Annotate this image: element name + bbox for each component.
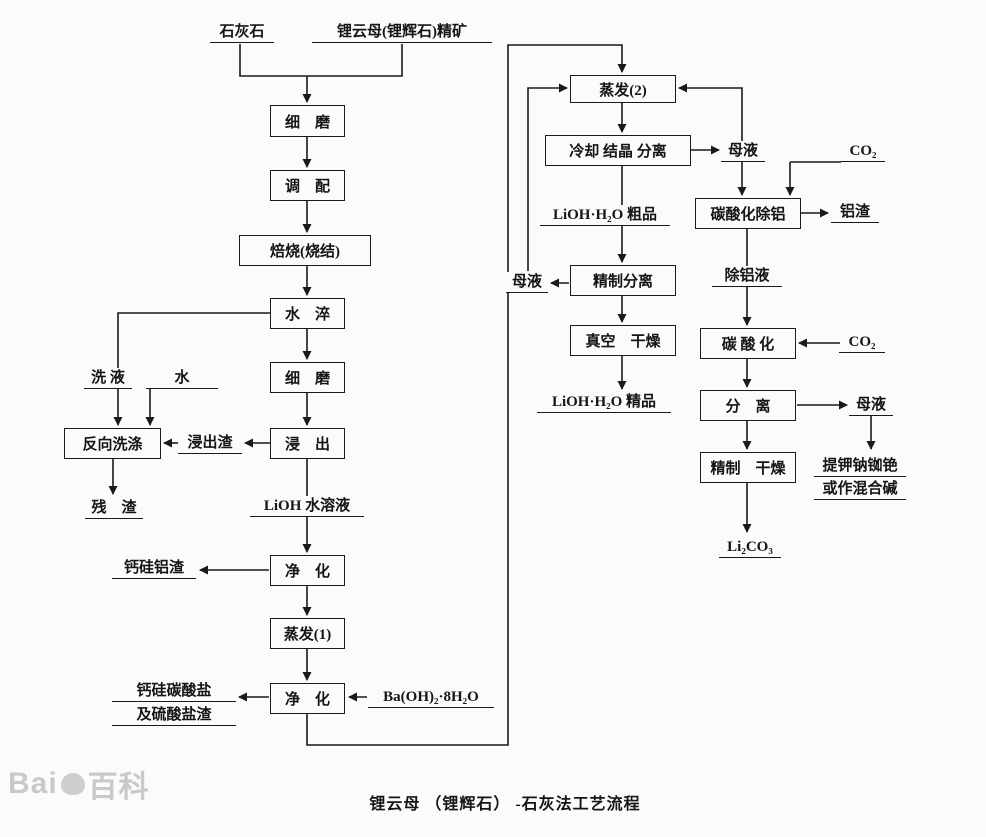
process-box-refining-drying: 精制 干燥 [700, 452, 796, 483]
label-leach-residue: 浸出渣 [178, 433, 242, 454]
process-box-water-quenching: 水 淬 [270, 298, 345, 329]
label-ca-si-carbonate: 钙硅碳酸盐 [112, 681, 236, 702]
label-lioh-refined: LiOH·H₂O 精品 [537, 392, 671, 413]
process-box-purification-2: 净 化 [270, 683, 345, 714]
label-co2-mid: CO₂ [839, 332, 885, 353]
process-box-fine-grinding-1: 细 磨 [270, 105, 345, 137]
process-box-purification-1: 净 化 [270, 555, 345, 586]
label-dealum-liquid: 除铝液 [712, 266, 782, 287]
label-residue: 残 渣 [85, 498, 143, 519]
label-extract-k-na-rb-cs: 提钾钠铷铯 [814, 456, 906, 477]
process-box-cooling-crystallization-separation: 冷却 结晶 分离 [545, 135, 691, 166]
label-water: 水 [146, 368, 218, 389]
baidu-watermark: Bai 百科 [8, 762, 150, 806]
label-al-slag: 铝渣 [831, 202, 879, 223]
process-box-separation: 分 离 [700, 390, 796, 421]
process-box-carbonation-aluminum-removal: 碳酸化除铝 [695, 198, 801, 229]
watermark-text-baike: 百科 [87, 771, 150, 804]
arrow-motherliquor-left-recycle-to-evap2 [527, 83, 568, 271]
process-box-vacuum-drying: 真空 干燥 [570, 325, 676, 356]
label-wash-liquid: 洗 液 [84, 368, 132, 389]
process-box-roasting-sintering: 焙烧(烧结) [239, 235, 371, 266]
process-box-counter-washing: 反向洗涤 [64, 428, 161, 459]
label-li2co3: Li₂CO₃ [719, 537, 781, 558]
label-sulfate-slag: 及硫酸盐渣 [112, 705, 236, 726]
label-lioh-solution: LiOH 水溶液 [250, 496, 364, 517]
process-box-fine-grinding-2: 细 磨 [270, 362, 345, 393]
label-lioh-crude: LiOH·H₂O 粗品 [540, 205, 670, 226]
process-box-evaporation-2: 蒸发(2) [570, 75, 676, 103]
process-box-evaporation-1: 蒸发(1) [270, 618, 345, 649]
watermark-text-bai: Bai [8, 767, 58, 800]
process-box-blending: 调 配 [270, 170, 345, 201]
arrow-purify2-to-evap2 [306, 44, 627, 746]
arrow-motherliquor-recycle-to-evap2 [678, 83, 743, 141]
label-ca-si-al-slag: 钙硅铝渣 [112, 558, 196, 579]
label-mother-liquor-left: 母液 [506, 272, 548, 293]
diagram-caption: 锂云母 （锂辉石） -石灰法工艺流程 [369, 796, 641, 813]
label-co2-top: CO₂ [841, 141, 885, 162]
label-barium-hydroxide: Ba(OH)₂·8H₂O [368, 687, 494, 708]
process-box-carbonation: 碳 酸 化 [700, 328, 796, 359]
baidu-paw-icon [60, 773, 85, 795]
line-feed-junction [239, 44, 403, 77]
label-limestone: 石灰石 [210, 22, 274, 43]
process-box-leaching: 浸 出 [270, 428, 345, 459]
label-mother-liquor-top: 母液 [721, 141, 765, 162]
label-mixed-alkali: 或作混合碱 [814, 479, 906, 500]
label-mother-liquor-right: 母液 [849, 395, 893, 416]
label-concentrate: 锂云母(锂辉石)精矿 [312, 22, 492, 43]
process-box-refining-separation: 精制分离 [570, 265, 676, 296]
